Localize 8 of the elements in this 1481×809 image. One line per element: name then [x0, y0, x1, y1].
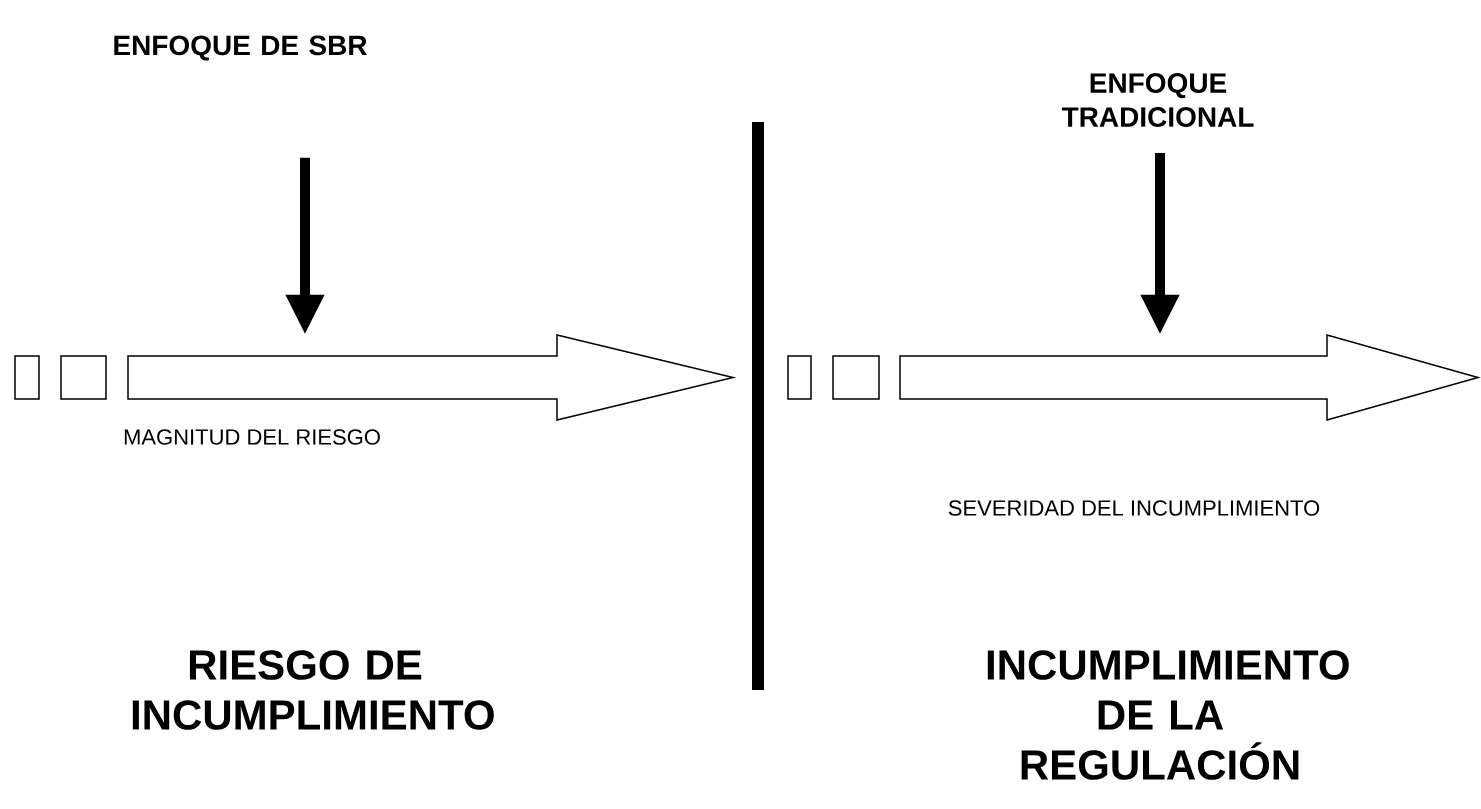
heading-text: RIESGO DE INCUMPLIMIENTO	[132, 650, 494, 730]
block-arrow	[127, 334, 737, 421]
axis-caption: SEVERIDAD DEL INCUMPLIMIENTO	[948, 500, 1320, 516]
block-arrow	[899, 334, 1481, 421]
axis-caption: MAGNITUD DEL RIESGO	[124, 429, 380, 445]
title-text: ENFOQUE TRADICIONAL	[1061, 73, 1254, 127]
title-text: ENFOQUE DE SBR	[114, 35, 367, 61]
heading-text: INCUMPLIMIENTO DE LA REGULACIÓN	[987, 650, 1349, 780]
